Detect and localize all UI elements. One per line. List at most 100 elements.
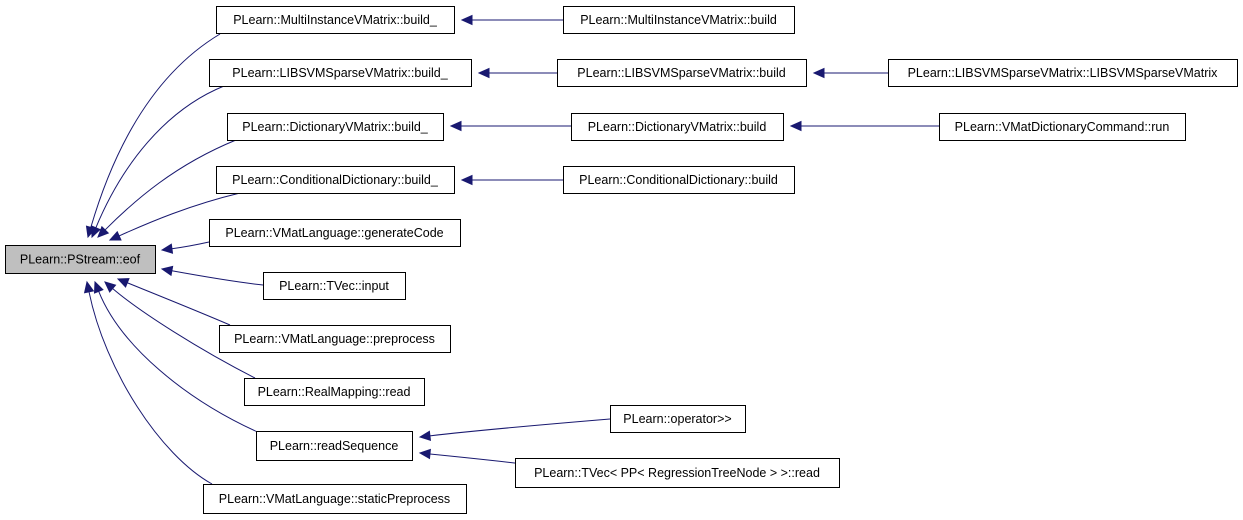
call-edge-line <box>118 192 241 237</box>
node-vmdc-run[interactable]: PLearn::VMatDictionaryCommand::run <box>939 113 1186 141</box>
node-box <box>216 166 455 194</box>
node-box <box>571 113 784 141</box>
node-eof[interactable]: PLearn::PStream::eof <box>5 245 156 274</box>
call-edge-arrowhead <box>418 448 431 460</box>
call-graph-edges <box>83 14 939 485</box>
node-label: PLearn::RealMapping::read <box>258 385 411 399</box>
node-label: PLearn::VMatDictionaryCommand::run <box>955 120 1170 134</box>
node-label: PLearn::LIBSVMSparseVMatrix::build <box>577 66 785 80</box>
node-label: PLearn::VMatLanguage::preprocess <box>234 332 435 346</box>
node-box <box>256 431 413 461</box>
node-label: PLearn::ConditionalDictionary::build <box>579 173 778 187</box>
node-tvec-input[interactable]: PLearn::TVec::input <box>263 272 406 300</box>
call-edge-line <box>171 270 264 286</box>
node-mivm-b[interactable]: PLearn::MultiInstanceVMatrix::build <box>563 6 795 34</box>
node-vml-static[interactable]: PLearn::VMatLanguage::staticPreprocess <box>203 484 467 514</box>
node-box <box>219 325 451 353</box>
node-label: PLearn::LIBSVMSparseVMatrix::build_ <box>232 66 448 80</box>
call-edge-arrowhead <box>160 243 174 254</box>
node-cd-b-[interactable]: PLearn::ConditionalDictionary::build_ <box>216 166 455 194</box>
call-edge-line <box>112 288 256 379</box>
node-box <box>563 166 795 194</box>
node-box <box>244 378 425 406</box>
call-edge-arrowhead <box>91 225 101 239</box>
node-label: PLearn::VMatLanguage::generateCode <box>225 226 443 240</box>
call-edge-op_rr-to-readseq <box>418 418 611 442</box>
node-box <box>209 219 461 247</box>
node-label: PLearn::VMatLanguage::staticPreprocess <box>219 492 450 506</box>
call-edge-line <box>98 291 263 435</box>
call-edge-arrowhead <box>104 281 117 293</box>
call-edge-line <box>429 418 611 437</box>
node-box <box>5 245 156 274</box>
call-edge-arrowhead <box>83 280 95 294</box>
call-edge-dict_b-to-dict_b_ <box>449 120 571 132</box>
call-edge-line <box>127 282 231 326</box>
call-edge-arrowhead <box>93 280 104 294</box>
node-label: PLearn::LIBSVMSparseVMatrix::LIBSVMSpars… <box>908 66 1219 80</box>
call-edge-vml_static-to-eof <box>83 280 213 485</box>
call-edge-arrowhead <box>460 174 473 186</box>
node-box <box>888 59 1238 87</box>
call-edge-dict_b_-to-eof <box>97 139 237 238</box>
node-label: PLearn::MultiInstanceVMatrix::build <box>580 13 777 27</box>
call-edge-arrowhead <box>812 67 825 79</box>
node-tvec-read[interactable]: PLearn::TVec< PP< RegressionTreeNode > >… <box>515 458 840 488</box>
call-edge-cd_b-to-cd_b_ <box>460 174 563 186</box>
node-libsvm-ctor[interactable]: PLearn::LIBSVMSparseVMatrix::LIBSVMSpars… <box>888 59 1238 87</box>
call-edge-tvec_input-to-eof <box>160 265 264 286</box>
node-op-rr[interactable]: PLearn::operator>> <box>610 405 746 433</box>
node-box <box>263 272 406 300</box>
node-vml-pre[interactable]: PLearn::VMatLanguage::preprocess <box>219 325 451 353</box>
call-edge-arrowhead <box>116 278 130 288</box>
call-edge-arrowhead <box>477 67 490 79</box>
node-dict-b[interactable]: PLearn::DictionaryVMatrix::build <box>571 113 784 141</box>
node-box <box>939 113 1186 141</box>
call-edge-arrowhead <box>97 225 110 238</box>
call-edge-line <box>104 139 237 231</box>
node-label: PLearn::TVec::input <box>279 279 389 293</box>
node-label: PLearn::TVec< PP< RegressionTreeNode > >… <box>534 466 820 480</box>
call-edge-vml_gen-to-eof <box>160 241 210 254</box>
node-label: PLearn::readSequence <box>270 439 399 453</box>
call-graph-nodes: PLearn::PStream::eof PLearn::MultiInstanc… <box>5 6 1238 514</box>
node-mivm-b-[interactable]: PLearn::MultiInstanceVMatrix::build_ <box>216 6 455 34</box>
call-edge-arrowhead <box>789 120 802 132</box>
node-libsvm-b[interactable]: PLearn::LIBSVMSparseVMatrix::build <box>557 59 807 87</box>
node-box <box>203 484 467 514</box>
node-label: PLearn::ConditionalDictionary::build_ <box>232 173 439 187</box>
call-edge-line <box>171 241 210 250</box>
node-label: PLearn::PStream::eof <box>20 253 141 267</box>
node-box <box>216 6 455 34</box>
call-edge-arrowhead <box>160 265 174 277</box>
call-edge-line <box>90 33 221 228</box>
call-edge-rm_read-to-eof <box>104 281 256 379</box>
node-readseq[interactable]: PLearn::readSequence <box>256 431 413 461</box>
node-rm-read[interactable]: PLearn::RealMapping::read <box>244 378 425 406</box>
node-vml-gen[interactable]: PLearn::VMatLanguage::generateCode <box>209 219 461 247</box>
call-edge-arrowhead <box>449 120 462 132</box>
call-edge-vml_pre-to-eof <box>116 278 231 326</box>
node-label: PLearn::operator>> <box>623 412 731 426</box>
node-dict-b-[interactable]: PLearn::DictionaryVMatrix::build_ <box>227 113 444 141</box>
node-label: PLearn::MultiInstanceVMatrix::build_ <box>233 13 438 27</box>
node-label: PLearn::DictionaryVMatrix::build_ <box>242 120 429 134</box>
call-edge-libsvm_b_-to-eof <box>91 85 225 239</box>
call-edge-arrowhead <box>418 430 432 442</box>
node-box <box>563 6 795 34</box>
call-edge-mivm_b-to-mivm_b_ <box>460 14 563 26</box>
call-edge-readseq-to-eof <box>93 280 263 435</box>
call-edge-arrowhead <box>460 14 473 26</box>
node-cd-b[interactable]: PLearn::ConditionalDictionary::build <box>563 166 795 194</box>
node-box <box>209 59 472 87</box>
node-label: PLearn::DictionaryVMatrix::build <box>588 120 767 134</box>
node-libsvm-b-[interactable]: PLearn::LIBSVMSparseVMatrix::build_ <box>209 59 472 87</box>
call-edge-line <box>88 291 213 485</box>
node-box <box>515 458 840 488</box>
node-box <box>557 59 807 87</box>
node-box <box>227 113 444 141</box>
call-edge-cd_b_-to-eof <box>108 192 241 241</box>
call-edge-libsvm_ctor-to-libsvm_b <box>812 67 888 79</box>
call-edge-vmdc_run-to-dict_b <box>789 120 939 132</box>
